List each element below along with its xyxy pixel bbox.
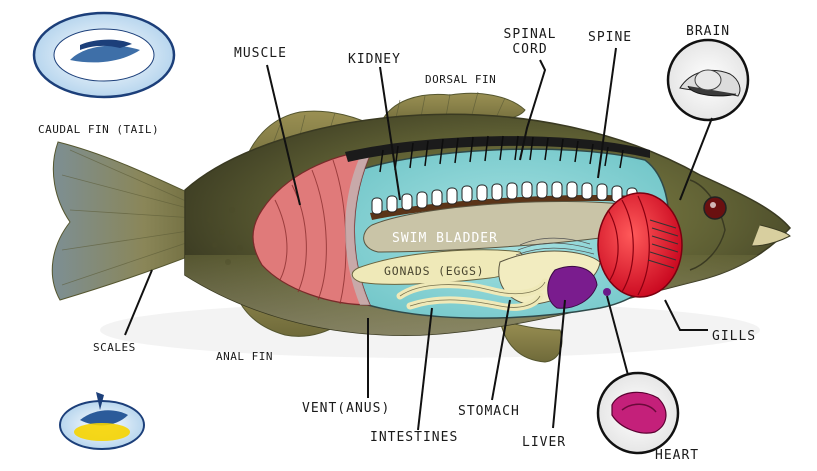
label-spine: SPINE: [588, 30, 633, 45]
spine-vertebrae: [371, 181, 638, 215]
fish-eye: [703, 196, 727, 220]
igfa-logo-top: [32, 11, 176, 99]
liver: [547, 266, 598, 309]
label-spinal-cord-line1: SPINAL: [503, 27, 557, 42]
label-kidney: KIDNEY: [348, 52, 401, 67]
heart-inset: [596, 371, 680, 455]
label-spinal-cord-line2: CORD: [512, 42, 548, 57]
label-muscle: MUSCLE: [234, 46, 287, 61]
brain-inset: [666, 38, 750, 122]
label-stomach: STOMACH: [458, 404, 520, 419]
label-dorsal-fin: DORSAL FIN: [425, 73, 497, 86]
heart-in-body: [603, 288, 611, 296]
pelvic-fin: [499, 319, 563, 363]
label-spinal-cord: SPINAL CORD: [497, 27, 563, 57]
igfa-junior-angler-logo: [59, 392, 145, 450]
label-gills: GILLS: [712, 329, 757, 344]
neural-spines: [379, 135, 624, 173]
label-scales: SCALES: [93, 341, 136, 354]
gonads-label: GONADS (EGGS): [384, 264, 484, 278]
muscle-section: [252, 149, 373, 306]
spinal-cord: [345, 136, 650, 162]
label-liver: LIVER: [522, 435, 567, 450]
label-anal-fin: ANAL FIN: [216, 350, 273, 363]
label-caudal-fin: CAUDAL FIN (TAIL): [38, 123, 160, 136]
caudal-fin: [51, 141, 206, 301]
swim-bladder-label: SWIM BLADDER: [392, 231, 498, 246]
fish-mouth: [751, 224, 791, 247]
label-brain: BRAIN: [686, 24, 731, 39]
leader-lines: [124, 47, 713, 431]
gonads: GONADS (EGGS): [351, 249, 524, 285]
label-vent: VENT(ANUS): [302, 401, 391, 416]
label-intestines: INTESTINES: [370, 430, 459, 445]
gills: [597, 192, 683, 298]
label-heart: HEART: [655, 448, 700, 463]
